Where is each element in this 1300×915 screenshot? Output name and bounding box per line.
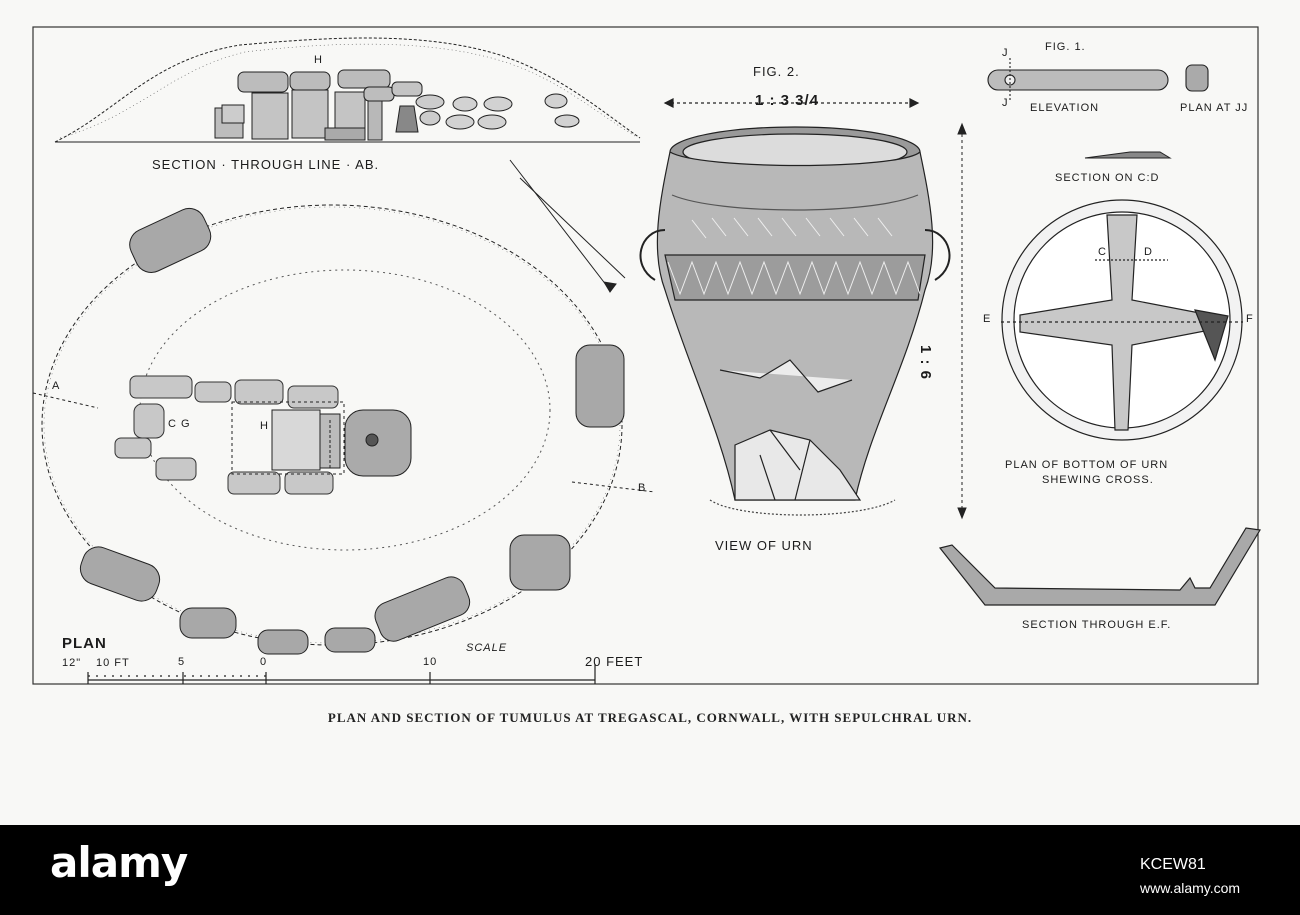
plan-bottom-label-1: PLAN OF BOTTOM OF URN (1005, 459, 1169, 471)
scale-20-label: 20 FEET (585, 654, 644, 669)
urn-bottom-plan-drawing (1001, 199, 1243, 441)
section-ab-label: SECTION · THROUGH LINE · AB. (152, 157, 380, 172)
f-label: F (1246, 313, 1254, 325)
alamy-logo: alamy (50, 838, 188, 887)
section-cd-drawing (1084, 151, 1172, 159)
fig2-label: FIG. 2. (753, 64, 800, 79)
image-id: KCEW81 (1140, 856, 1206, 873)
section-ef-drawing (938, 527, 1261, 606)
north-arrow (509, 159, 626, 293)
e-label: E (983, 313, 992, 325)
ratio-label: 1 : 3 3/4 (755, 92, 820, 109)
fig1-pin-drawing (987, 58, 1209, 102)
fig1-label: FIG. 1. (1045, 41, 1086, 53)
scale-12-label: 12" (62, 657, 82, 669)
mound-section-drawing (54, 37, 641, 143)
vertical-dimension (957, 122, 967, 520)
plate-border (32, 26, 1259, 685)
d-label: D (1144, 246, 1153, 258)
plan-label: PLAN (62, 635, 107, 652)
a-label: A (52, 380, 61, 392)
scale-10ft-label: 10 FT (96, 657, 130, 669)
cg-label: C G (168, 418, 191, 430)
tumulus-plan-drawing (32, 204, 656, 655)
engraving-plate: H SECTION · THROUGH LINE · AB. FIG. 2. 1… (32, 26, 1261, 725)
watermark-footer (0, 825, 1300, 915)
scale-10-label: 10 (423, 656, 438, 668)
section-h-label: H (314, 54, 323, 66)
b-label: B (638, 482, 647, 494)
scale-label: SCALE (466, 642, 508, 654)
section-ef-label: SECTION THROUGH E.F. (1022, 619, 1172, 631)
scale-5-label: 5 (178, 656, 186, 668)
section-cd-label: SECTION ON C:D (1055, 172, 1160, 184)
h-plan-label: H (260, 420, 269, 432)
j-top-label: J (1002, 47, 1009, 59)
scale-0-label: 0 (260, 656, 268, 668)
urn-drawing (639, 98, 951, 516)
c-label: C (1098, 246, 1107, 258)
engraving-illustration (32, 26, 1261, 685)
scale-bar (87, 664, 596, 684)
site-url: www.alamy.com (1140, 880, 1241, 896)
vertical-ratio-label: 1 : 6 (917, 345, 934, 381)
elevation-label: ELEVATION (1030, 102, 1100, 114)
plan-at-jj-label: PLAN AT JJ (1180, 102, 1249, 114)
j-bottom-label: J (1002, 97, 1009, 109)
view-of-urn-label: VIEW OF URN (715, 538, 813, 553)
plate-caption: PLAN AND SECTION OF TUMULUS AT TREGASCAL… (327, 710, 973, 725)
plan-bottom-label-2: SHEWING CROSS. (1042, 474, 1154, 486)
